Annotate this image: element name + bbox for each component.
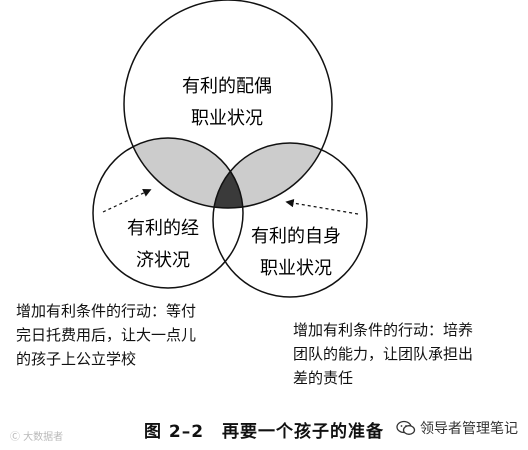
note-left-line2: 完日托费用后，让大一点儿: [16, 326, 197, 344]
venn-diagram: 有利的配偶 职业状况 有利的经 济状况 有利的自身 职业状况: [92, 0, 368, 298]
label-right-line2: 职业状况: [260, 258, 332, 279]
note-right-line1: 增加有利条件的行动：培养: [293, 321, 474, 339]
wechat-icon: [396, 420, 416, 435]
watermark-right: 领导者管理笔记: [396, 418, 518, 438]
watermark-left: Ⓒ 大数据者: [10, 432, 64, 443]
label-top-line2: 职业状况: [191, 108, 263, 129]
note-right-line2: 团队的能力，让团队承担出: [293, 345, 474, 363]
circle-right: [212, 142, 368, 298]
note-left: 增加有利条件的行动：等付 完日托费用后，让大一点儿 的孩子上公立学校: [16, 299, 196, 371]
figure-caption: 图 2–2 再要一个孩子的准备: [143, 422, 385, 442]
dashed-arrow-left: [102, 189, 152, 213]
note-left-line1: 增加有利条件的行动：等付: [16, 302, 197, 320]
note-left-line3: 的孩子上公立学校: [16, 350, 137, 368]
label-right-line1: 有利的自身: [251, 226, 341, 247]
note-right-line3: 差的责任: [293, 369, 354, 387]
circle-top: [123, 0, 333, 209]
note-right: 增加有利条件的行动：培养 团队的能力，让团队承担出 差的责任: [293, 318, 473, 390]
label-left-line2: 济状况: [136, 250, 190, 271]
circle-left: [92, 137, 244, 289]
label-left-line1: 有利的经: [127, 218, 199, 239]
label-top-line1: 有利的配偶: [182, 76, 272, 97]
watermark-right-text: 领导者管理笔记: [420, 421, 518, 437]
dashed-arrow-right: [285, 198, 359, 215]
